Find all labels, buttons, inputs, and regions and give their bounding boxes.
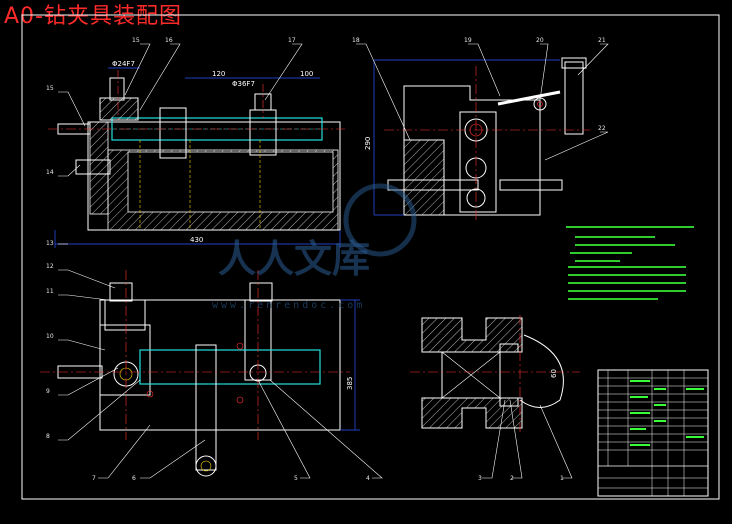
part-number: 15 [132,37,140,44]
watermark-text: 人人文库 [218,237,370,281]
leader-lines [58,43,609,479]
dimension-text: 385 [346,377,354,390]
part-number: 22 [598,125,606,132]
part-number: 13 [46,240,54,247]
part-number: 12 [46,263,54,270]
section-view [410,315,580,432]
part-number: 20 [536,37,544,44]
title-block [597,369,709,497]
part-number: 14 [46,169,54,176]
dimension-text: 60 [550,369,558,378]
part-number: 16 [165,37,173,44]
part-number: 21 [598,37,606,44]
part-number: 4 [366,475,370,482]
dimension-text: 430 [190,236,203,244]
part-number: 3 [478,475,482,482]
part-number: 10 [46,333,54,340]
part-number: 15 [46,85,54,92]
drawing-title: A0-钻夹具装配图 [4,4,182,29]
dimension-text: Φ36F7 [232,80,255,88]
drawing-border [21,14,720,500]
part-number: 2 [510,475,514,482]
part-number: 17 [288,37,296,44]
dimension-text: 120 [212,70,225,78]
part-number: 9 [46,388,50,395]
part-number: 19 [464,37,472,44]
part-number-labels: 15 14 13 15 16 17 18 19 20 21 22 12 11 1… [46,37,606,482]
part-number: 6 [132,475,136,482]
part-number: 7 [92,475,96,482]
technical-notes [566,226,694,300]
part-number: 1 [560,475,564,482]
dimension-text: 290 [364,137,372,150]
watermark-url: www.renrendoc.com [212,300,365,311]
dimension-text: 100 [300,70,313,78]
front-view [48,67,345,248]
watermark: 人人文库 www.renrendoc.com [212,183,417,311]
dimension-text: Φ24F7 [112,60,135,68]
part-number: 11 [46,288,54,295]
part-number: 18 [352,37,360,44]
dimension-labels: Φ24F7 120 Φ36F7 100 430 290 385 60 [112,60,558,390]
part-number: 8 [46,433,50,440]
part-number: 5 [294,475,298,482]
top-view [40,270,360,477]
